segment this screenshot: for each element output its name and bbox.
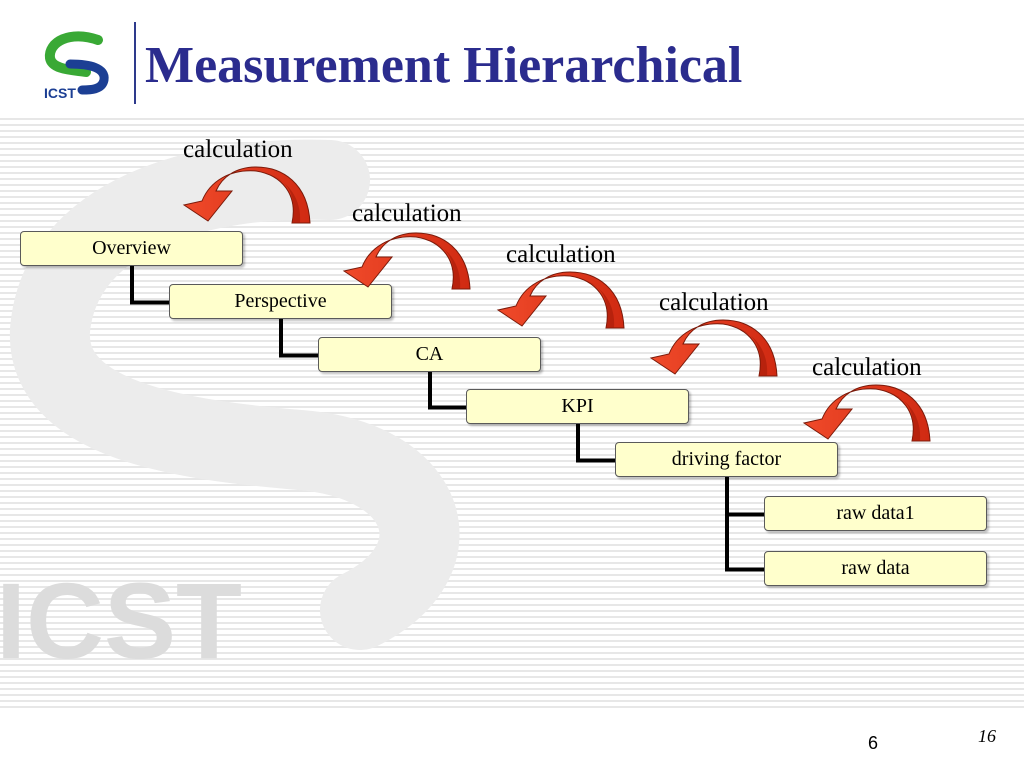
- node-perspective: Perspective: [169, 284, 392, 319]
- connector-kpi: [576, 424, 615, 463]
- logo-blue-arc: [65, 59, 109, 95]
- node-label: driving factor: [671, 448, 782, 470]
- calculation-label: calculation: [659, 289, 769, 316]
- page-number: 6: [868, 733, 879, 753]
- curved-arrow-icon: [182, 165, 312, 235]
- node-raw-data: raw data: [764, 551, 987, 586]
- connector-perspective: [279, 319, 318, 358]
- logo-green-arc: [44, 31, 103, 77]
- node-label: KPI: [561, 395, 594, 417]
- connector-driving-factor-raw-data: [725, 477, 764, 572]
- slide-number: 16: [978, 726, 996, 746]
- curved-arrow-icon: [649, 318, 779, 388]
- calculation-label: calculation: [812, 354, 922, 381]
- connector-overview: [130, 266, 169, 305]
- node-overview: Overview: [20, 231, 243, 266]
- node-kpi: KPI: [466, 389, 689, 424]
- calculation-label: calculation: [506, 241, 616, 268]
- node-raw-data1: raw data1: [764, 496, 987, 531]
- logo-text: ICST: [44, 85, 76, 100]
- node-label: CA: [415, 343, 444, 365]
- icst-logo: ICST: [44, 31, 109, 100]
- title-divider: [134, 22, 136, 104]
- curved-arrow-icon: [802, 383, 932, 453]
- calculation-label: calculation: [352, 200, 462, 227]
- node-label: Perspective: [234, 290, 327, 312]
- curved-arrow-icon: [342, 231, 472, 301]
- node-ca: CA: [318, 337, 541, 372]
- node-label: raw data1: [836, 502, 915, 524]
- connector-ca: [428, 372, 466, 410]
- node-label: raw data: [841, 557, 910, 579]
- watermark-text: ICST: [0, 560, 242, 681]
- calculation-label: calculation: [183, 136, 293, 163]
- page-title: Measurement Hierarchical: [145, 37, 743, 94]
- curved-arrow-icon: [496, 270, 626, 340]
- icst-watermark: ICST: [0, 139, 460, 681]
- node-label: Overview: [92, 237, 171, 259]
- node-driving-factor: driving factor: [615, 442, 838, 477]
- watermark-s-shape: [10, 139, 460, 650]
